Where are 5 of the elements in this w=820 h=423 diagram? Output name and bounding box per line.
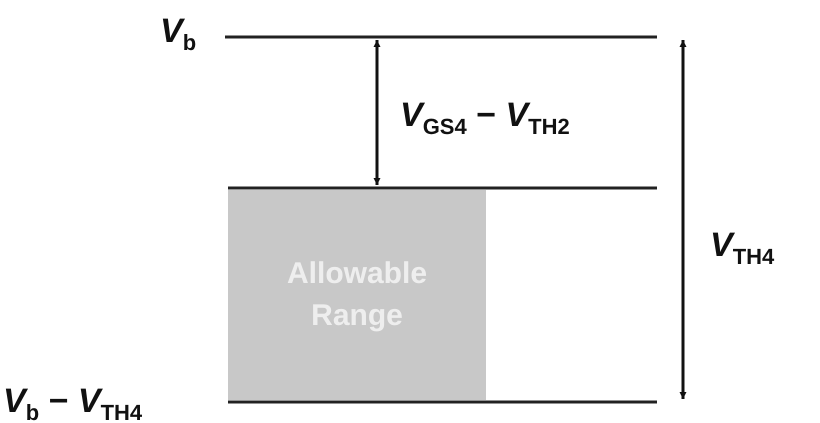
voltage-label: V$_{GS4}$ − V$_{TH2}$ xyxy=(400,98,570,138)
voltage-label: V$_{TH4}$ xyxy=(710,228,774,268)
voltage-label: V$_{b}$ − V$_{TH4}$ xyxy=(3,384,142,423)
voltage-label: V$_{b}$ xyxy=(160,14,196,54)
range-band xyxy=(228,190,486,400)
